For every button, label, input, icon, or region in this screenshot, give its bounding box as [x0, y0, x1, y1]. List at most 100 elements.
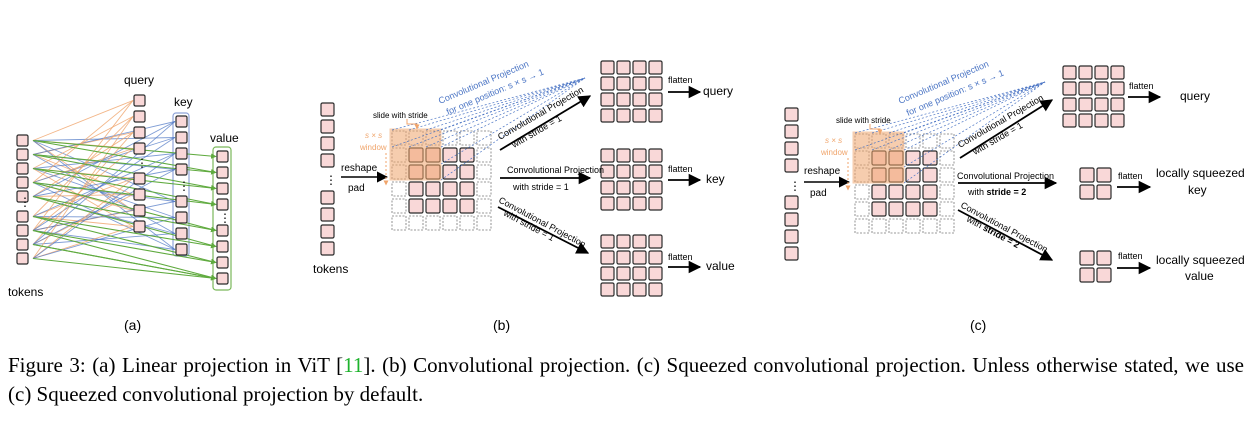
- token-sequence-and-grids: [784, 65, 1125, 283]
- query-cell: [133, 94, 146, 107]
- padding-cell: [425, 215, 441, 231]
- query-cell: [1110, 65, 1125, 80]
- value-label: value: [706, 259, 735, 273]
- key-cell: [616, 196, 631, 211]
- feature-cell: [442, 164, 458, 180]
- padding-cell: [408, 215, 424, 231]
- query-cell: [133, 172, 146, 185]
- key-cell: [175, 163, 188, 176]
- feature-cell: [905, 184, 921, 200]
- value-cell: [216, 198, 229, 211]
- query-cell: [1062, 97, 1077, 112]
- projection-fan-line: [408, 77, 586, 148]
- value-projection-line: [32, 229, 217, 265]
- query-projection-line: [32, 140, 134, 211]
- value-cell: [648, 266, 663, 281]
- token-cell: [320, 119, 335, 134]
- window-label: s × s: [825, 136, 842, 145]
- projection-fan-line: [391, 77, 586, 131]
- ellipsis: ⋮: [789, 179, 801, 193]
- feature-cell: [425, 181, 441, 197]
- value-cell: [1079, 267, 1095, 283]
- query-projection-line: [32, 100, 134, 231]
- query-cell: [600, 76, 615, 91]
- conv-proj-label: Convolutional Projection: [507, 165, 604, 175]
- feature-cell: [922, 184, 938, 200]
- key-cell: [175, 211, 188, 224]
- query-label: query: [124, 73, 154, 87]
- key-projection-line: [32, 233, 176, 245]
- reshape-label: reshape: [804, 166, 841, 177]
- value-cell: [216, 182, 229, 195]
- padding-cell: [854, 201, 870, 217]
- feature-cell: [442, 147, 458, 163]
- padding-cell: [459, 130, 475, 146]
- projection-fan-line: [425, 77, 586, 148]
- query-cell: [133, 110, 146, 123]
- reshape-label: reshape: [341, 163, 378, 174]
- token-cell: [784, 158, 799, 173]
- key-projection-line: [32, 168, 176, 218]
- query-proj-arrow: [959, 99, 1054, 159]
- feature-cell: [459, 147, 475, 163]
- token-cell: [16, 252, 29, 265]
- query-cell: [600, 92, 615, 107]
- key-label: key: [174, 95, 193, 109]
- ellipsis: ⋮: [219, 211, 231, 225]
- value-cell: [1096, 267, 1112, 283]
- tokens-label: tokens: [313, 262, 348, 276]
- value-cell: [632, 250, 647, 265]
- key-cell: [600, 196, 615, 211]
- figure-caption: Figure 3: (a) Linear projection in ViT […: [8, 351, 1244, 409]
- conv-proj-label: Convolutional Projection: [959, 200, 1049, 254]
- query-cell: [1094, 81, 1109, 96]
- tokens-label: tokens: [8, 285, 43, 299]
- value-cell: [648, 234, 663, 249]
- query-cell: [1110, 97, 1125, 112]
- projection-fan-line: [888, 81, 1046, 134]
- window-label: window: [359, 143, 387, 152]
- panel-b: ⋮ tokens reshape pad slide with stride s…: [313, 59, 735, 333]
- projection-fan-line: [440, 77, 586, 148]
- query-cell: [648, 92, 663, 107]
- key-cell: [616, 148, 631, 163]
- feature-cell: [922, 201, 938, 217]
- query-cell: [1110, 113, 1125, 128]
- query-proj-arrow: [499, 95, 592, 151]
- query-cell: [600, 60, 615, 75]
- feature-cell: [888, 184, 904, 200]
- value-cell: [616, 250, 631, 265]
- value-projection-line: [32, 229, 217, 280]
- value-projection-line: [32, 257, 217, 281]
- token-cell: [784, 212, 799, 227]
- value-cell: [648, 282, 663, 297]
- query-cell: [1094, 113, 1109, 128]
- key-cell: [616, 164, 631, 179]
- flatten-label: flatten: [668, 164, 693, 174]
- feature-cell: [459, 198, 475, 214]
- projection-fan-line: [871, 81, 1046, 151]
- token-cell: [16, 162, 29, 175]
- query-projection-line: [32, 100, 134, 141]
- padding-cell: [905, 218, 921, 234]
- feature-cell: [459, 181, 475, 197]
- token-cell: [784, 107, 799, 122]
- feature-cell: [871, 184, 887, 200]
- value-cell: [216, 240, 229, 253]
- query-projection-line: [32, 226, 134, 259]
- flatten-label: flatten: [1118, 251, 1143, 261]
- value-cell: [616, 282, 631, 297]
- key-projection-line: [32, 121, 176, 197]
- key-cell: [648, 164, 663, 179]
- value-cell: [632, 234, 647, 249]
- value-cell: [616, 266, 631, 281]
- value-cell: [632, 266, 647, 281]
- key-projection-line: [32, 137, 176, 183]
- feature-cell: [459, 164, 475, 180]
- padding-cell: [476, 215, 492, 231]
- citation-link[interactable]: 11: [343, 353, 364, 377]
- token-cell: [320, 224, 335, 239]
- padding-cell: [939, 201, 955, 217]
- value-label: value: [210, 131, 239, 145]
- padding-cell: [922, 218, 938, 234]
